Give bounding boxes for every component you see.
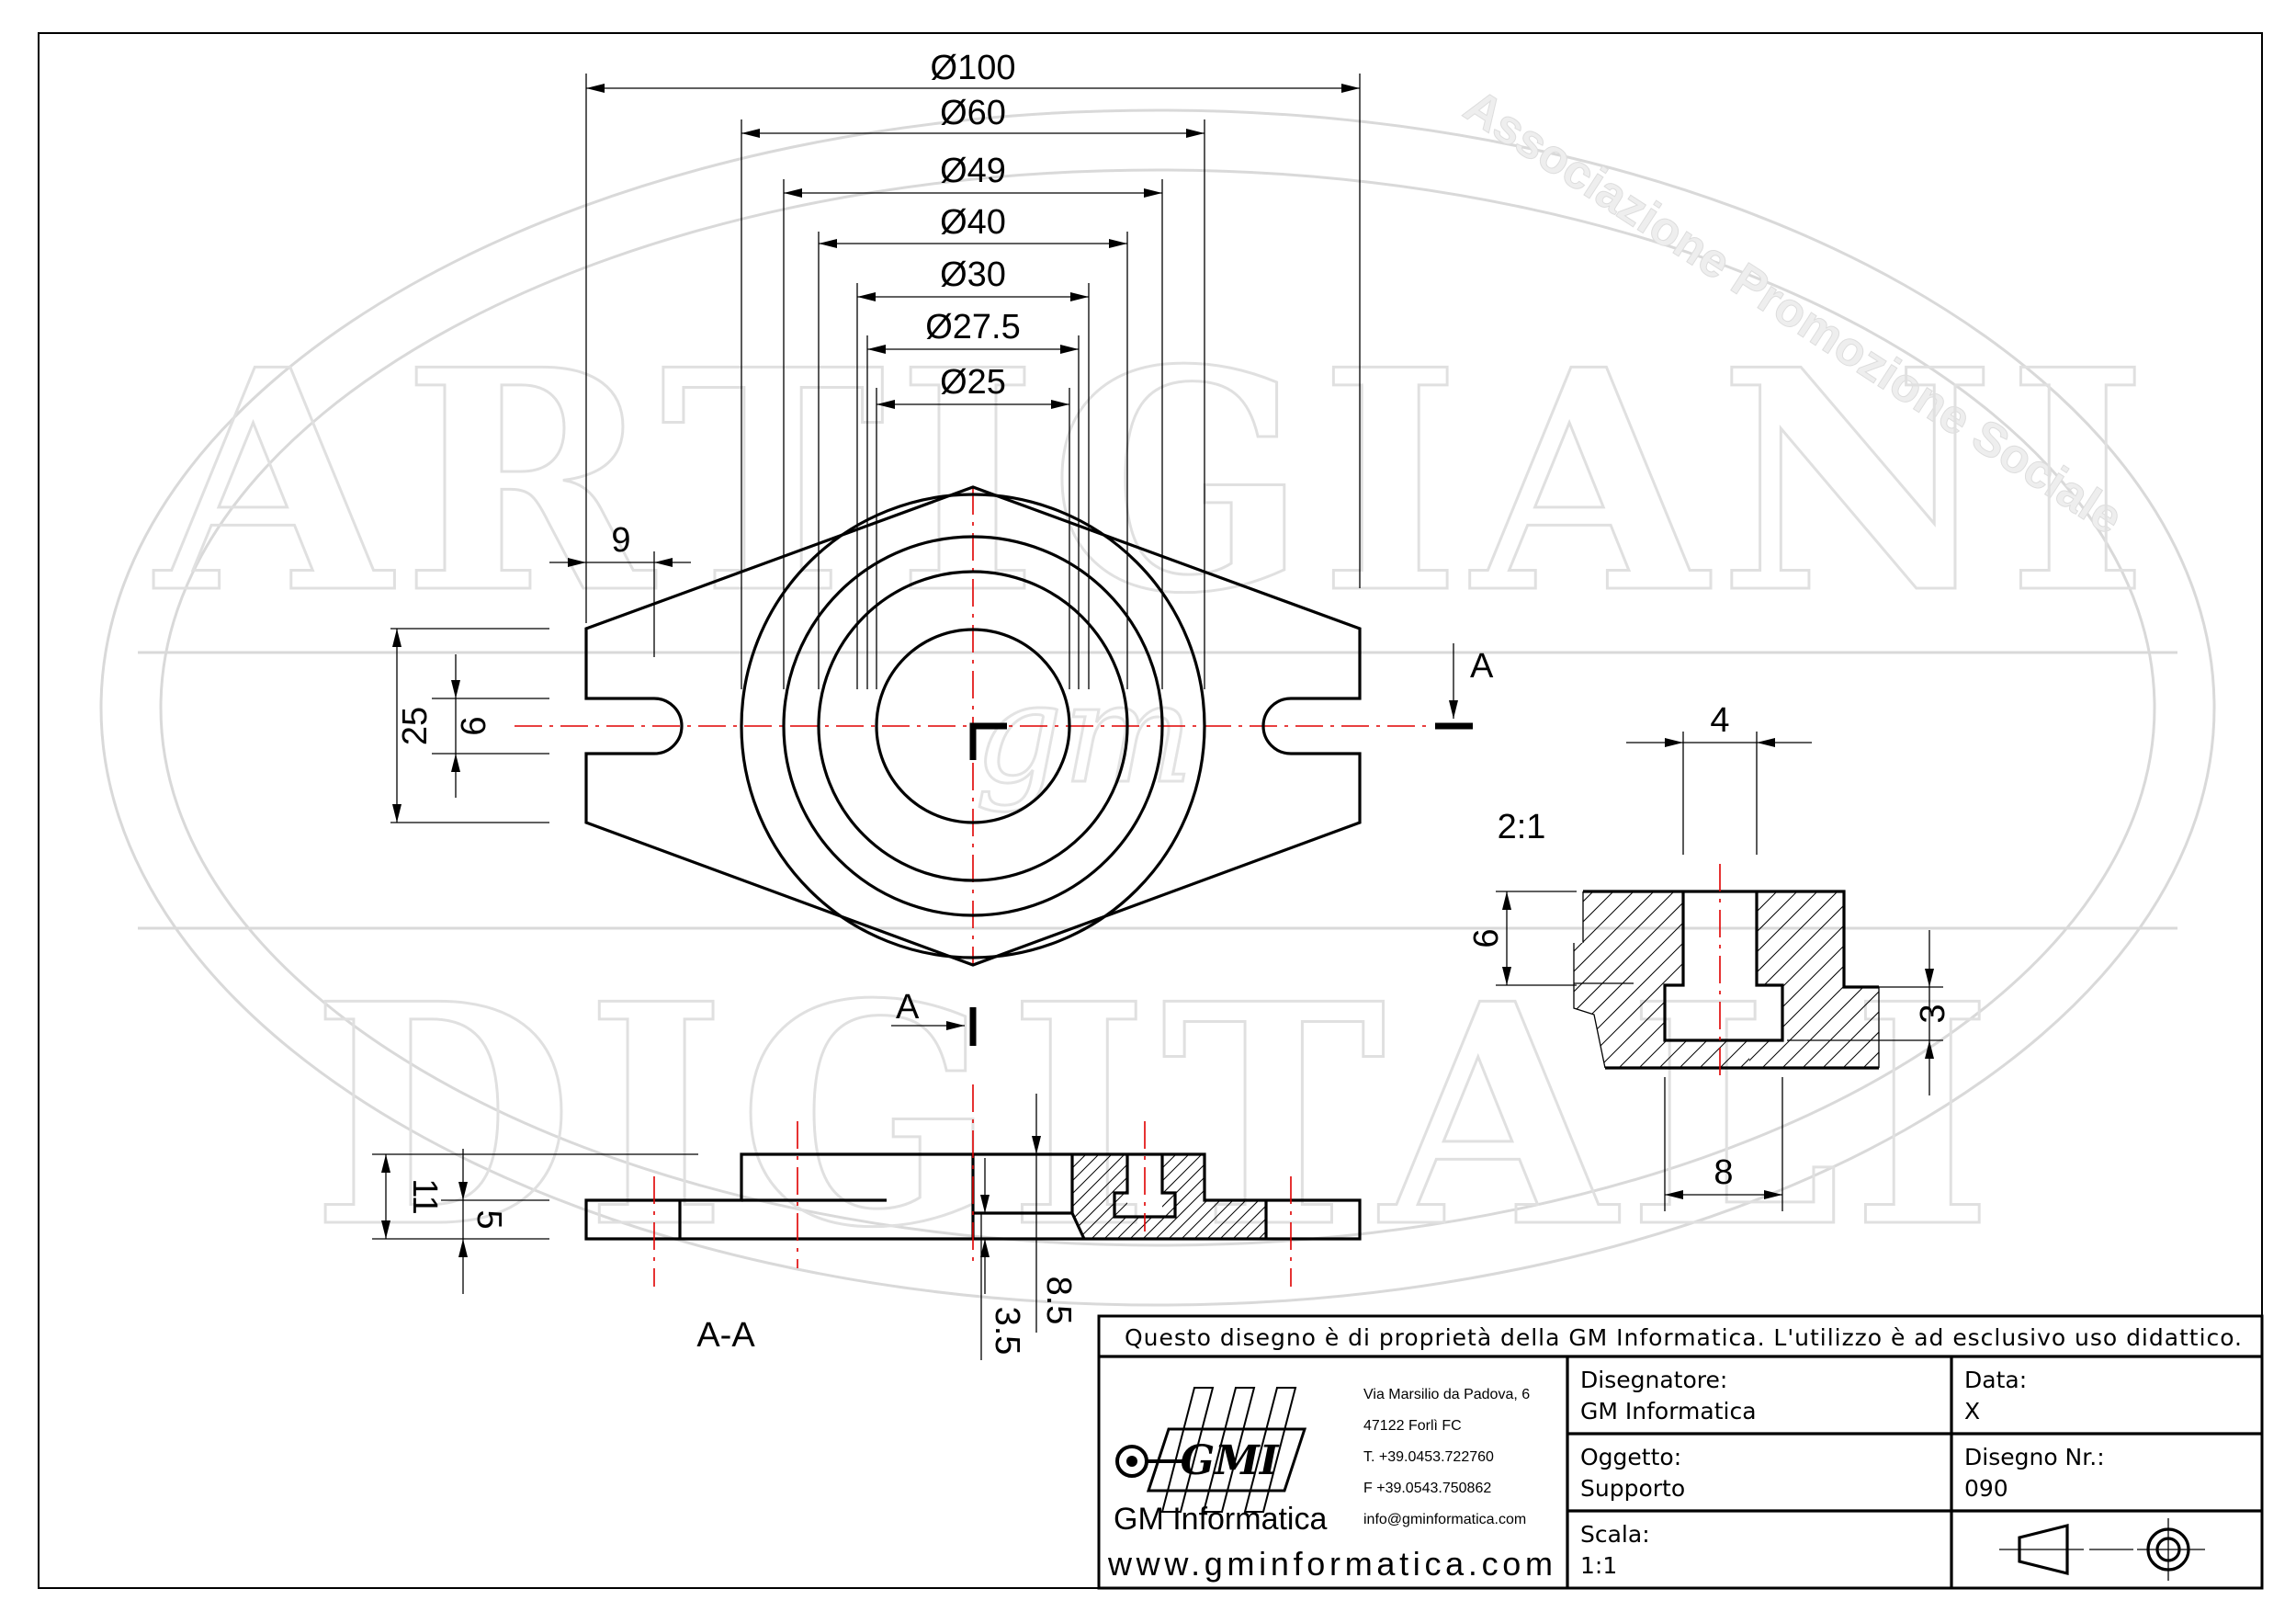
address-line-2: 47122 Forlì FC bbox=[1363, 1418, 1462, 1434]
company-website[interactable]: www.gminformatica.com bbox=[1107, 1545, 1553, 1583]
dim-d25: Ø25 bbox=[940, 363, 1006, 402]
dim-detail-head-height: 3 bbox=[1914, 1004, 1952, 1023]
hatch-line bbox=[1072, 1154, 1118, 1193]
section-label: A-A bbox=[696, 1316, 755, 1355]
designer-label: Disegnatore: bbox=[1580, 1367, 1727, 1393]
hatch-line bbox=[1574, 891, 1644, 1068]
watermark-bottom-word: DIGITALI bbox=[311, 937, 2005, 1294]
object-label: Oggetto: bbox=[1580, 1444, 1681, 1470]
hatch-line bbox=[1109, 1154, 1127, 1193]
hatch-line bbox=[1794, 891, 1879, 1068]
diameter-extension-lines bbox=[390, 74, 1361, 823]
dim-total-height: 11 bbox=[405, 1178, 444, 1214]
drawing-number-label: Disegno Nr.: bbox=[1964, 1444, 2105, 1470]
object-value: Supporto bbox=[1580, 1475, 1685, 1502]
dim-8-5: 8.5 bbox=[1039, 1277, 1078, 1325]
designer-value: GM Informatica bbox=[1580, 1398, 1757, 1424]
hatch-line bbox=[1712, 891, 1749, 1068]
section-corner-mark bbox=[969, 722, 1007, 760]
hatch-line bbox=[1238, 1154, 1266, 1239]
date-label: Data: bbox=[1964, 1367, 2027, 1393]
section-marker-bottom: A bbox=[891, 988, 977, 1046]
boss-circle-d60 bbox=[740, 493, 1206, 959]
dim-detail-bottom-width: 8 bbox=[1714, 1153, 1733, 1192]
address-line-1: Via Marsilio da Padova, 6 bbox=[1363, 1387, 1530, 1402]
hatch-line bbox=[1749, 891, 1868, 1068]
company-name: GM Informatica bbox=[1114, 1502, 1327, 1537]
section-marker-right-label: A bbox=[1470, 647, 1494, 686]
section-right-outline bbox=[973, 1152, 1362, 1241]
dim-slot-offset: 9 bbox=[611, 521, 630, 560]
logo-text: GMI bbox=[1181, 1437, 1280, 1484]
section-view: 11 5 8.5 3.5 A-A bbox=[372, 1084, 1362, 1360]
top-view: Ø100 Ø60 Ø49 Ø40 Ø30 Ø27.5 Ø25 9 25 6 bbox=[390, 49, 1433, 967]
bore-circle-d25 bbox=[875, 628, 1071, 824]
dim-3-5: 3.5 bbox=[988, 1307, 1026, 1356]
dim-d100: Ø100 bbox=[931, 49, 1016, 87]
hatch-line bbox=[1749, 891, 1827, 1068]
section-marker-right: A bbox=[1435, 643, 1494, 730]
dim-d60: Ø60 bbox=[940, 94, 1006, 132]
detail-scale-label: 2:1 bbox=[1498, 808, 1546, 846]
dim-d30: Ø30 bbox=[940, 255, 1006, 294]
section-hatch-a bbox=[1072, 1154, 1127, 1193]
drawing-number-value: 090 bbox=[1964, 1475, 2008, 1502]
section-marker-bottom-label: A bbox=[896, 988, 920, 1027]
first-angle-projection-icon bbox=[1999, 1518, 2205, 1581]
hatch-line bbox=[1574, 891, 1664, 1068]
dim-detail-top-width: 4 bbox=[1710, 701, 1729, 740]
dim-d40: Ø40 bbox=[940, 203, 1006, 242]
watermark-top-word: ARTIGIANI bbox=[152, 303, 2160, 660]
hatch-line bbox=[1815, 891, 1879, 1068]
scale-label: Scala: bbox=[1580, 1521, 1650, 1548]
hatch-line bbox=[1096, 1154, 1127, 1193]
date-value: X bbox=[1964, 1398, 1980, 1424]
dim-flange-height: 5 bbox=[469, 1209, 508, 1229]
watermark: Associazione Promozione Sociale ARTIGIAN… bbox=[99, 79, 2216, 1307]
dim-d27-5: Ø27.5 bbox=[925, 308, 1021, 346]
detail-break-line bbox=[1573, 943, 1606, 1069]
circle-d49 bbox=[782, 535, 1164, 917]
hatch-line bbox=[1574, 891, 1684, 1068]
scale-value: 1:1 bbox=[1580, 1552, 1617, 1579]
address-email[interactable]: info@gminformatica.com bbox=[1363, 1512, 1526, 1527]
hatch-line bbox=[1671, 891, 1749, 1068]
hatch-line bbox=[1574, 891, 1704, 1068]
dim-detail-height: 6 bbox=[1467, 928, 1506, 948]
hatch-line bbox=[1835, 891, 1879, 1068]
watermark-outer-ellipse bbox=[99, 108, 2216, 1307]
section-left-outline bbox=[584, 1152, 973, 1241]
title-block-notice: Questo disegno è di proprietà della GM I… bbox=[1125, 1324, 2242, 1351]
dim-d49: Ø49 bbox=[940, 152, 1006, 190]
hatch-line bbox=[1749, 891, 1879, 1068]
address-phone: T. +39.0453.722760 bbox=[1363, 1449, 1494, 1465]
circle-d40 bbox=[817, 570, 1129, 882]
hatch-line bbox=[1691, 891, 1749, 1068]
hatch-line bbox=[1083, 1154, 1127, 1193]
hatch-line bbox=[1072, 1154, 1105, 1193]
hatch-line bbox=[1226, 1154, 1266, 1239]
dim-slot-width: 6 bbox=[455, 716, 493, 735]
hatch-line bbox=[1749, 891, 1807, 1068]
hatch-line bbox=[1072, 1154, 1092, 1193]
hatch-line bbox=[1574, 891, 1623, 1068]
watermark-inner-ellipse bbox=[159, 168, 2156, 1247]
title-block: Questo disegno è di proprietà della GM I… bbox=[1097, 1314, 2264, 1590]
dim-height-25: 25 bbox=[396, 707, 435, 745]
gmi-logo-icon: GMI bbox=[1115, 1387, 1307, 1513]
plate-outline bbox=[584, 485, 1362, 967]
address-fax: F +39.0543.750862 bbox=[1363, 1481, 1491, 1496]
